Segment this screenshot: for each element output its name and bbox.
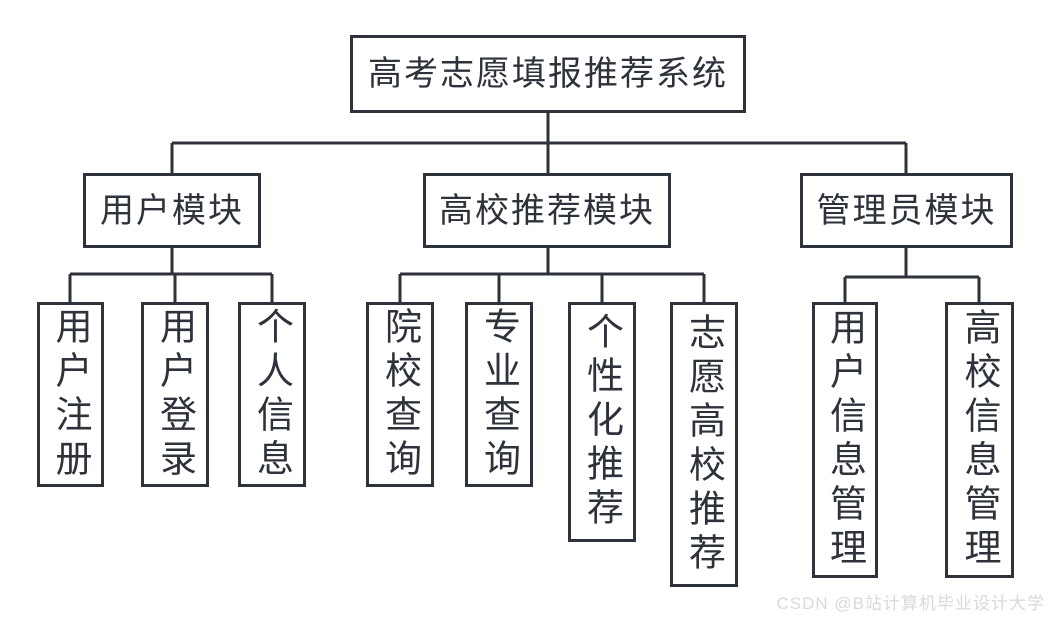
node-college-info-manage: 高校信息管理 [945, 302, 1014, 578]
node-user-info-manage-label: 用户信息管理 [824, 308, 866, 572]
node-recommend-module-label: 高校推荐模块 [439, 191, 655, 230]
connector-root-to-modules [170, 113, 908, 173]
node-major-query-label: 专业查询 [478, 306, 520, 483]
node-major-query: 专业查询 [465, 302, 533, 487]
connector-recommend-module-children [398, 248, 706, 302]
node-admin-module: 管理员模块 [800, 173, 1013, 248]
node-root-label: 高考志愿填报推荐系统 [368, 55, 728, 93]
csdn-watermark: CSDN @B站计算机毕业设计大学 [776, 594, 1045, 613]
node-volunteer-college-recommend: 志愿高校推荐 [670, 302, 738, 587]
node-college-query: 院校查询 [366, 302, 434, 487]
node-user-info-manage: 用户信息管理 [812, 302, 878, 578]
connector-user-module-children [68, 248, 274, 302]
node-user-module: 用户模块 [83, 173, 261, 248]
connector-admin-module-children [843, 248, 981, 302]
node-personalized-recommend-label: 个性化推荐 [581, 312, 623, 532]
node-personal-info: 个人信息 [238, 302, 306, 487]
node-user-register: 用户注册 [37, 302, 104, 487]
node-college-info-manage-label: 高校信息管理 [959, 308, 1000, 572]
node-user-register-label: 用户注册 [50, 306, 91, 483]
node-recommend-module: 高校推荐模块 [423, 173, 671, 248]
node-root-system: 高考志愿填报推荐系统 [350, 35, 746, 113]
node-volunteer-college-recommend-label: 志愿高校推荐 [683, 312, 725, 577]
node-personal-info-label: 个人信息 [251, 306, 293, 483]
node-user-login: 用户登录 [141, 302, 209, 487]
node-admin-module-label: 管理员模块 [816, 191, 997, 230]
node-college-query-label: 院校查询 [379, 306, 421, 483]
node-user-login-label: 用户登录 [154, 306, 196, 483]
node-personalized-recommend: 个性化推荐 [568, 302, 636, 542]
node-user-module-label: 用户模块 [100, 191, 244, 230]
